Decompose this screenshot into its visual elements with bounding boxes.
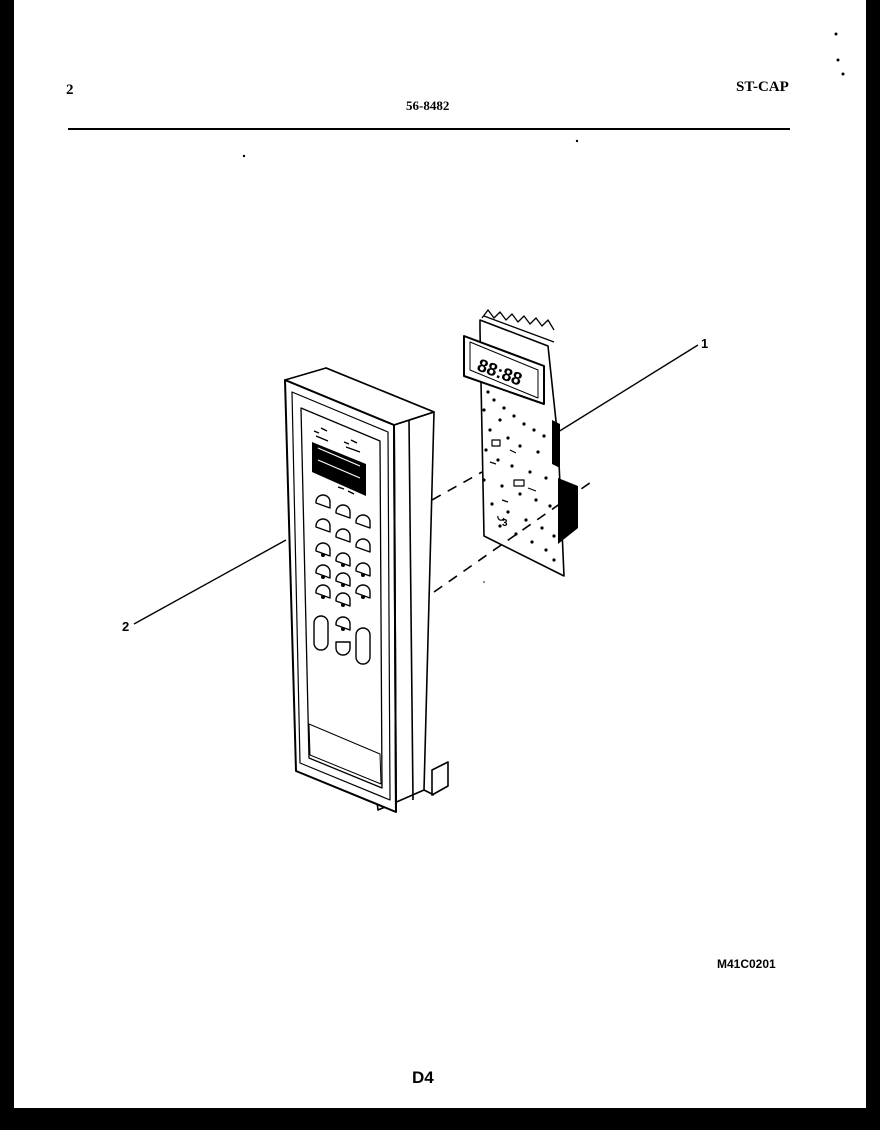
header-divider bbox=[68, 128, 790, 130]
print-specks bbox=[242, 139, 579, 583]
board-components bbox=[482, 390, 556, 562]
diagram-code: M41C0201 bbox=[717, 957, 776, 971]
exploded-view-drawing: 88:88 bbox=[133, 32, 845, 813]
alignment-lines bbox=[431, 471, 595, 593]
scan-edge-mark bbox=[0, 480, 10, 530]
scan-edge-mark bbox=[0, 600, 8, 630]
control-panel-assembly bbox=[284, 367, 449, 813]
control-board: 88:88 bbox=[463, 309, 578, 577]
board-silkscreen-mark: 3 bbox=[502, 518, 508, 529]
section-code: D4 bbox=[412, 1068, 434, 1087]
callout-number-2: 2 bbox=[122, 619, 130, 634]
model-code: ST-CAP bbox=[736, 79, 789, 95]
parts-diagram-sheet: 2 56-8482 ST-CAP bbox=[14, 0, 866, 1108]
callout-number-1: 1 bbox=[701, 336, 709, 351]
keypad-buttons bbox=[313, 494, 371, 665]
leader-lines bbox=[133, 344, 699, 625]
model-number: 56-8482 bbox=[406, 98, 450, 113]
page-number: 2 bbox=[66, 82, 74, 98]
scan-edge-mark bbox=[0, 800, 10, 818]
